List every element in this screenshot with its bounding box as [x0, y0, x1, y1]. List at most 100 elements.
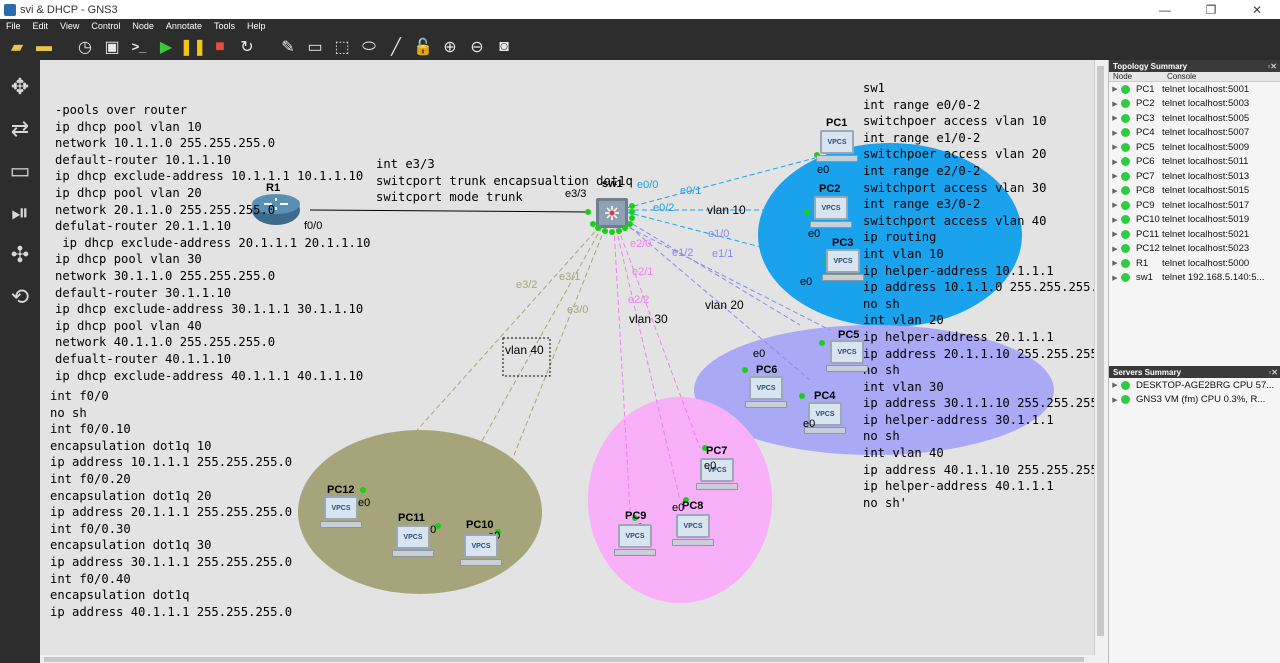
server-row[interactable]: ▶DESKTOP-AGE2BRG CPU 57... [1109, 378, 1280, 393]
menu-view[interactable]: View [60, 21, 80, 31]
pc1-icon[interactable]: VPCS [816, 130, 858, 166]
vlan30-label[interactable]: vlan 30 [629, 312, 668, 326]
pc6-label[interactable]: PC6 [756, 364, 778, 376]
expand-arrow-icon[interactable]: ▶ [1112, 173, 1118, 181]
pc4-label[interactable]: PC4 [814, 390, 836, 402]
pc9-label[interactable]: PC9 [625, 510, 647, 522]
pc3-icon[interactable]: VPCS [822, 249, 864, 285]
router-dhcp-config-note[interactable]: -pools over router ip dhcp pool vlan 10 … [55, 103, 371, 383]
draw-rectangle-icon[interactable]: ⬚ [334, 38, 350, 56]
draw-ellipse-icon[interactable]: ⬭ [362, 37, 376, 55]
insert-image-icon[interactable]: ▭ [307, 38, 323, 56]
router-subinterface-config-note[interactable]: int f0/0 no sh int f0/0.10 encapsulation… [50, 389, 293, 619]
pc8-icon[interactable]: VPCS [672, 514, 714, 550]
maximize-button[interactable]: ❐ [1205, 2, 1217, 17]
menu-edit[interactable]: Edit [32, 21, 49, 31]
expand-arrow-icon[interactable]: ▶ [1112, 231, 1118, 239]
router-r1-label[interactable]: R1 [266, 182, 281, 194]
vlan10-label[interactable]: vlan 10 [707, 203, 746, 217]
canvas-horizontal-scrollbar[interactable] [40, 655, 1094, 663]
pc2-label[interactable]: PC2 [819, 183, 841, 195]
canvas-vertical-scrollbar[interactable] [1094, 60, 1105, 655]
expand-arrow-icon[interactable]: ▶ [1112, 260, 1118, 268]
camera-icon[interactable]: ◙ [499, 37, 509, 55]
pause-icon[interactable]: ❚❚ [179, 38, 207, 56]
zoom-out-icon[interactable]: ⊖ [470, 38, 484, 56]
expand-arrow-icon[interactable]: ▶ [1112, 396, 1118, 404]
pc10-label[interactable]: PC10 [466, 519, 494, 531]
draw-line-icon[interactable]: ╱ [391, 38, 401, 56]
pc6-icon[interactable]: VPCS [745, 376, 787, 412]
pc11-label[interactable]: PC11 [398, 512, 425, 524]
new-project-icon[interactable]: ▰ [10, 38, 24, 56]
pc5-icon[interactable]: VPCS [826, 340, 868, 376]
menu-tools[interactable]: Tools [213, 21, 235, 31]
console-icon[interactable]: >_ [131, 39, 147, 54]
vlan20-label[interactable]: vlan 20 [705, 298, 744, 312]
pc8-label[interactable]: PC8 [682, 500, 704, 512]
pc9-icon[interactable]: VPCS [614, 524, 656, 560]
pc1-label[interactable]: PC1 [826, 117, 848, 129]
minimize-button[interactable]: — [1159, 2, 1171, 17]
topology-canvas[interactable]: -pools over router ip dhcp pool vlan 10 … [40, 60, 1094, 655]
pc12-icon[interactable]: VPCS [320, 496, 362, 532]
snapshot-clock-icon[interactable]: ◷ [78, 38, 92, 56]
switch-sw1-label[interactable]: sw1 [602, 178, 623, 190]
edit-note-icon[interactable]: ✎ [281, 38, 295, 56]
lock-icon[interactable]: 🔓 [413, 38, 433, 56]
expand-arrow-icon[interactable]: ▶ [1112, 100, 1118, 108]
expand-arrow-icon[interactable]: ▶ [1112, 245, 1118, 253]
security-devices-icon[interactable]: ⏯ [11, 200, 29, 225]
switch-config-note[interactable]: sw1 int range e0/0-2 switchpoer access v… [863, 81, 1094, 510]
expand-arrow-icon[interactable]: ▶ [1112, 202, 1118, 210]
menu-control[interactable]: Control [91, 21, 121, 31]
pc10-icon[interactable]: VPCS [460, 534, 502, 570]
pc4-icon[interactable]: VPCS [804, 402, 846, 438]
expand-arrow-icon[interactable]: ▶ [1112, 187, 1118, 195]
expand-arrow-icon[interactable]: ▶ [1112, 86, 1118, 94]
menu-file[interactable]: File [6, 21, 21, 31]
expand-arrow-icon[interactable]: ▶ [1112, 144, 1118, 152]
expand-arrow-icon[interactable]: ▶ [1112, 274, 1118, 282]
start-play-icon[interactable]: ▶ [159, 38, 173, 56]
expand-arrow-icon[interactable]: ▶ [1112, 216, 1118, 224]
expand-arrow-icon[interactable]: ▶ [1112, 129, 1118, 137]
add-link-icon[interactable]: ⟲ [10, 284, 30, 309]
pc12-label[interactable]: PC12 [327, 484, 355, 496]
pc5-label[interactable]: PC5 [838, 329, 860, 341]
menu-annotate[interactable]: Annotate [165, 21, 202, 31]
expand-arrow-icon[interactable]: ▶ [1112, 158, 1118, 166]
trunk-config-note[interactable]: int e3/3 switcport trunk encapsualtion d… [376, 157, 633, 205]
vlan40-label[interactable]: vlan 40 [505, 343, 544, 357]
pc3-label[interactable]: PC3 [832, 237, 854, 249]
menu-help[interactable]: Help [246, 21, 266, 31]
all-devices-icon[interactable]: ✣ [10, 242, 30, 267]
pc7-icon[interactable]: VPCS [696, 458, 738, 494]
routers-icon[interactable]: ✥ [10, 74, 30, 99]
pc11-icon[interactable]: VPCS [392, 525, 434, 561]
zoom-in-icon[interactable]: ⊕ [443, 38, 457, 56]
close-button[interactable]: ✕ [1251, 2, 1263, 17]
pc2-icon[interactable]: VPCS [810, 196, 852, 232]
screenshot-icon[interactable]: ▣ [104, 38, 120, 56]
menu-node[interactable]: Node [132, 21, 154, 31]
expand-arrow-icon[interactable]: ▶ [1112, 115, 1118, 123]
switches-icon[interactable]: ⇄ [10, 116, 30, 141]
expand-arrow-icon[interactable]: ▶ [1112, 382, 1118, 390]
reload-icon[interactable]: ↻ [240, 38, 254, 56]
open-folder-icon[interactable]: ▬ [36, 37, 52, 55]
